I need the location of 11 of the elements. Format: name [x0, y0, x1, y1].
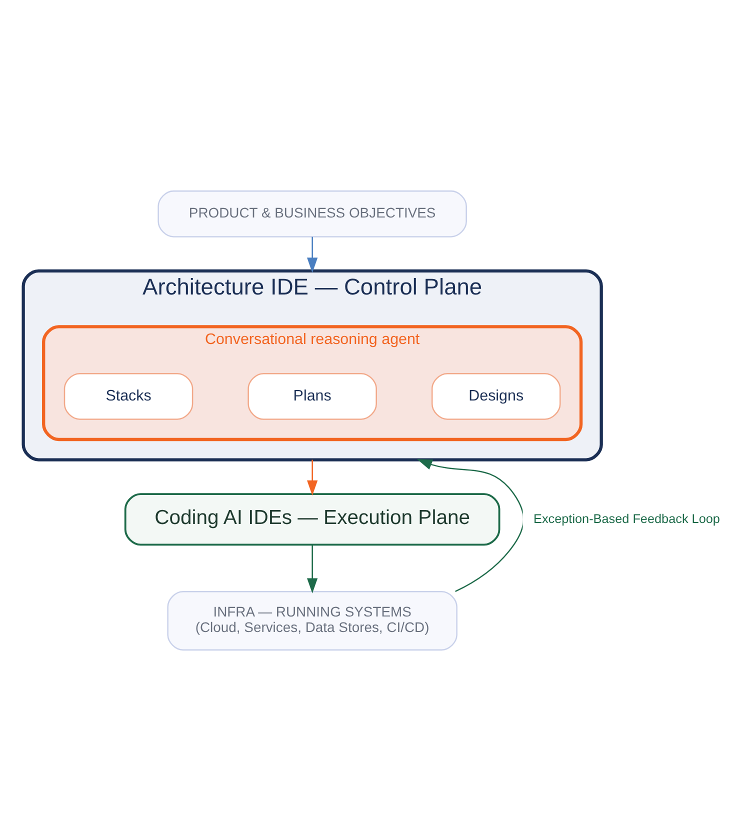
arrow — [417, 458, 524, 592]
arrow — [307, 236, 318, 272]
node-box: PRODUCT & BUSINESS OBJECTIVES — [158, 190, 467, 237]
arrow — [307, 459, 318, 496]
edge-label: Exception-Based Feedback Loop — [534, 512, 720, 526]
arrow — [307, 544, 318, 593]
node-box: Coding AI IDEs — Execution Plane — [124, 492, 500, 546]
node-box: Plans — [248, 372, 377, 420]
node-box: Designs — [431, 372, 561, 420]
node-box: INFRA — RUNNING SYSTEMS (Cloud, Services, Data Stores, CI/CD) — [167, 590, 458, 650]
node-box: Stacks — [64, 372, 194, 420]
